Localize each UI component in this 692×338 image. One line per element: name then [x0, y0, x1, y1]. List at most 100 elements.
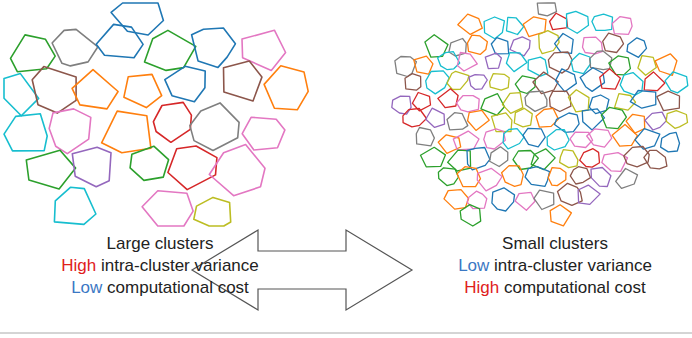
cluster-cell	[168, 146, 217, 190]
cluster-cell	[447, 113, 468, 130]
cluster-cell	[102, 111, 151, 153]
cluster-cell	[416, 128, 434, 146]
cluster-cell	[503, 129, 524, 149]
cluster-cell	[438, 52, 460, 70]
cluster-cell	[72, 147, 111, 187]
cluster-cell	[507, 17, 524, 34]
cluster-cell	[534, 190, 554, 209]
cluster-cell	[644, 72, 665, 91]
cluster-cell	[635, 129, 660, 150]
cluster-polygons	[4, 3, 688, 226]
cluster-cell	[111, 3, 163, 35]
cluster-cell	[492, 188, 515, 211]
cluster-cell	[502, 166, 524, 187]
cluster-cell	[468, 110, 490, 130]
caption-line: Large clusters	[107, 233, 214, 255]
cluster-cell	[590, 51, 612, 70]
cluster-cell	[620, 73, 643, 96]
cluster-cell	[72, 70, 118, 109]
cluster-cell	[438, 168, 458, 186]
cluster-cell	[600, 69, 621, 89]
cluster-cell	[506, 53, 527, 72]
cluster-cell	[580, 68, 604, 92]
cluster-cell	[421, 147, 446, 167]
cluster-cell	[582, 109, 604, 130]
cluster-cell	[626, 114, 645, 133]
cluster-cell	[491, 38, 508, 54]
cluster-cell	[665, 72, 688, 93]
cluster-cell	[130, 146, 169, 180]
cluster-cell	[54, 187, 96, 224]
cluster-cell	[525, 167, 550, 187]
caption-text: computational cost	[107, 277, 249, 299]
cluster-cell	[457, 96, 480, 112]
divider-line	[0, 333, 692, 334]
cluster-cell	[124, 74, 162, 107]
cluster-cell	[490, 74, 510, 90]
highlight-word: Low	[71, 277, 102, 299]
caption-text: Small clusters	[502, 233, 608, 255]
cluster-cell	[447, 71, 469, 89]
cluster-cell	[403, 109, 427, 127]
cluster-cell	[469, 75, 487, 90]
highlight-word: High	[464, 277, 499, 299]
cluster-cell	[32, 67, 76, 114]
cluster-cell	[96, 24, 143, 57]
cluster-cell	[190, 103, 239, 151]
cluster-cell	[592, 14, 613, 30]
cluster-cell	[580, 149, 600, 167]
caption-line: Lowcomputational cost	[71, 277, 249, 299]
caption-line: Highcomputational cost	[464, 277, 645, 299]
cluster-cell	[657, 91, 680, 110]
cluster-cell	[484, 17, 504, 39]
cluster-cell	[458, 14, 483, 34]
cluster-cell	[264, 66, 308, 110]
cluster-cell	[481, 94, 505, 116]
cluster-cell	[548, 168, 566, 186]
cluster-cell	[242, 117, 285, 150]
cluster-cell	[515, 76, 535, 94]
cluster-cell	[571, 53, 590, 73]
cluster-cell	[627, 38, 647, 58]
cluster-cell	[165, 66, 205, 101]
cluster-cell	[453, 131, 479, 150]
cluster-cell	[560, 150, 578, 168]
cluster-cell	[490, 147, 508, 167]
caption-text: Large clusters	[107, 233, 214, 255]
cluster-cell	[426, 108, 445, 127]
cluster-cell	[578, 185, 600, 204]
cluster-cell	[523, 17, 546, 37]
caption-text: computational cost	[504, 277, 646, 299]
cluster-cell	[612, 17, 632, 35]
cluster-cell	[556, 69, 577, 92]
cluster-cell	[194, 197, 231, 226]
caption-line: Small clusters	[502, 233, 608, 255]
cluster-cell	[644, 150, 667, 169]
cluster-cell	[142, 191, 193, 226]
cluster-cell	[537, 3, 556, 16]
cluster-cell	[485, 53, 501, 69]
cluster-cell	[515, 192, 535, 210]
cluster-cell	[392, 96, 411, 114]
caption-text: intra-cluster variance	[101, 255, 259, 277]
cluster-cell	[616, 169, 638, 189]
cluster-cell	[457, 53, 477, 72]
cluster-cell	[548, 52, 572, 73]
cluster-cell	[666, 111, 687, 129]
cluster-cell	[49, 109, 91, 154]
cluster-cell	[209, 145, 265, 196]
cluster-cell	[467, 148, 490, 170]
cluster-cell	[11, 35, 56, 72]
cluster-cell	[484, 129, 506, 149]
cluster-cell	[26, 150, 75, 189]
cluster-cell	[533, 72, 558, 94]
cluster-cell	[426, 71, 450, 94]
cluster-cell	[661, 132, 680, 152]
cluster-cell	[4, 74, 39, 116]
cluster-cell	[645, 112, 667, 130]
cluster-cell	[405, 74, 421, 91]
cluster-cell	[591, 168, 611, 187]
cluster-cell	[624, 147, 649, 167]
caption-line: Lowintra-cluster variance	[458, 255, 652, 277]
cluster-cell	[468, 35, 488, 54]
